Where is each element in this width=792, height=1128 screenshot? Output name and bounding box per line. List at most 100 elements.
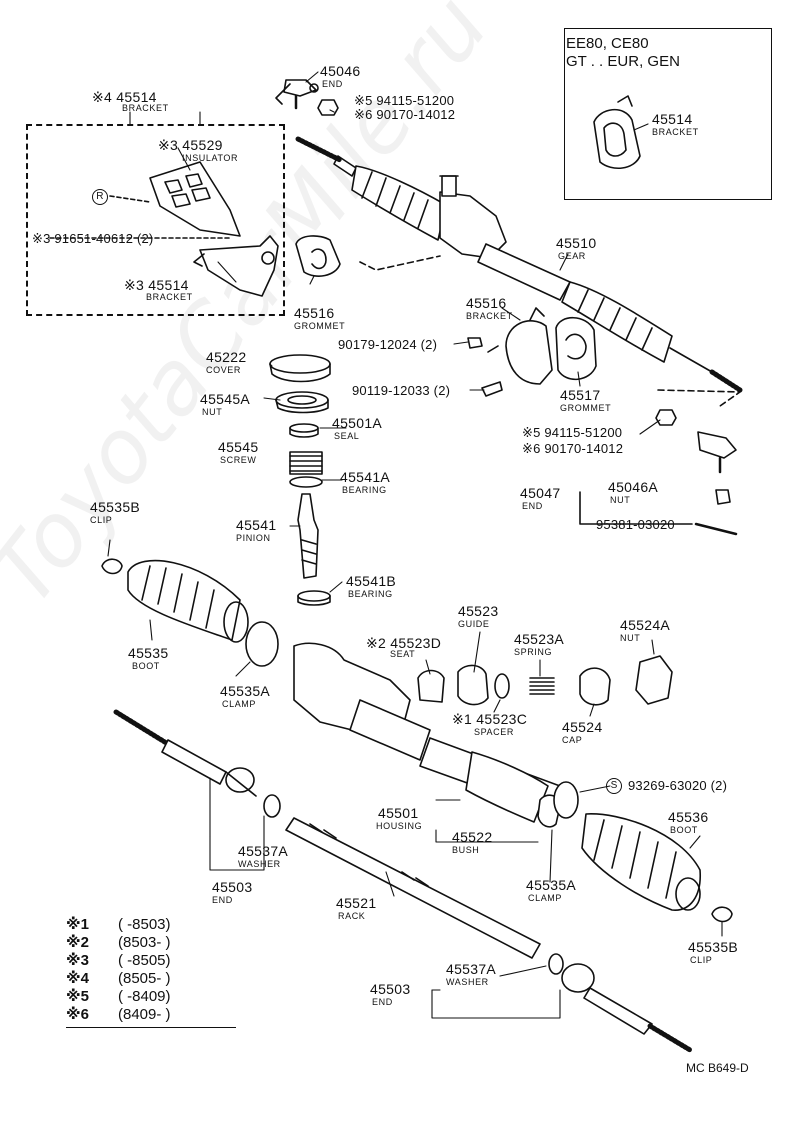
label-bolt-r: ※3 91651-40612 (2) [32, 231, 154, 246]
label-insulator: ※3 45529 [158, 137, 223, 153]
legend-row: ※6(8409- ) [66, 1006, 171, 1023]
label-grommet-left: 45516 [294, 305, 335, 321]
name-housing: HOUSING [376, 821, 423, 831]
legend-row: ※1( -8503) [66, 916, 171, 933]
name-grommet-right: GROMMET [560, 403, 612, 413]
tie-rod-end-top [275, 79, 319, 110]
label-clip-right: 45535B [688, 939, 739, 955]
label-grommet-right: 45517 [560, 387, 601, 403]
name-bearing-b: BEARING [348, 589, 393, 599]
label-boot-left: 45535 [128, 645, 169, 661]
variant-box [564, 28, 772, 200]
label-washer-right: 45537A [446, 961, 497, 977]
washer-left [263, 794, 281, 818]
insulator-part [49, 161, 241, 239]
label-bush: 45522 [452, 829, 493, 845]
name-clip-right: CLIP [690, 955, 713, 965]
name-gear: GEAR [558, 251, 586, 261]
spring [529, 677, 555, 695]
label-seat: ※2 45523D [366, 635, 442, 651]
label-nut-b: ※6 90170-14012 [354, 107, 456, 122]
label-bracket-mid: 45516 [466, 295, 507, 311]
name-insulator: INSULATOR [182, 153, 239, 163]
tie-rod-right [561, 963, 693, 1053]
clamp-right [553, 781, 579, 819]
name-spacer: SPACER [474, 727, 514, 737]
label-rack: 45521 [336, 895, 377, 911]
seat [417, 669, 445, 703]
label-pin: 95381-03020 [596, 517, 675, 532]
name-bearing-a: BEARING [342, 485, 387, 495]
bracket-mid [487, 307, 553, 385]
legend-row: ※5( -8409) [66, 988, 171, 1005]
label-spacer: ※1 45523C [452, 711, 528, 727]
label-nut-45046a: 45046A [608, 479, 659, 495]
label-washer-left: 45537A [238, 843, 289, 859]
name-spring: SPRING [514, 647, 553, 657]
variant-line2: GT . . EUR, GEN [566, 53, 680, 70]
label-pinion: 45541 [236, 517, 277, 533]
name-sub-bracket: BRACKET [652, 127, 699, 137]
name-clamp-left: CLAMP [222, 699, 257, 709]
label-clip-left: 45535B [90, 499, 141, 515]
sub-bracket [593, 95, 641, 169]
housing-lower [293, 642, 561, 823]
label-spring: 45523A [514, 631, 565, 647]
label-bracket-top: ※4 45514 [92, 89, 157, 105]
castle-nut [715, 489, 731, 505]
boot-right [581, 813, 701, 911]
clamp-left [245, 621, 279, 667]
cotter-pin [694, 522, 738, 536]
clip-left [101, 558, 123, 575]
bracket-inner-part [193, 235, 279, 297]
name-washer-left: WASHER [238, 859, 281, 869]
label-bearing-a: 45541A [340, 469, 391, 485]
nut-45524a [635, 655, 673, 705]
guide [457, 664, 489, 706]
symbol-r: R [92, 189, 108, 205]
label-clamp-right: 45535A [526, 877, 577, 893]
pinion-stack [269, 354, 331, 606]
name-cap: CAP [562, 735, 583, 745]
name-pinion: PINION [236, 533, 271, 543]
tie-rod-left [113, 709, 257, 797]
label-screw: 45545 [218, 439, 259, 455]
label-bolt-s: 93269-63020 (2) [628, 778, 728, 793]
name-end-left: END [212, 895, 233, 905]
label-end-45047: 45047 [520, 485, 561, 501]
label-gear: 45510 [556, 235, 597, 251]
name-screw: SCREW [220, 455, 257, 465]
label-nut-45545a: 45545A [200, 391, 251, 407]
name-grommet-left: GROMMET [294, 321, 346, 331]
name-boot-left: BOOT [132, 661, 160, 671]
name-bracket-mid: BRACKET [466, 311, 513, 321]
bracket-variant-box [26, 124, 285, 316]
legend-row: ※4(8505- ) [66, 970, 171, 987]
legend-row: ※2(8503- ) [66, 934, 171, 951]
name-end-45046: END [322, 79, 343, 89]
washer-right [548, 953, 564, 975]
diagram-code: MC B649-D [686, 1061, 749, 1075]
grommet-left [295, 235, 341, 277]
name-guide: GUIDE [458, 619, 490, 629]
label-nut-45524a: 45524A [620, 617, 671, 633]
nut-right [655, 409, 677, 426]
name-nut-45046a: NUT [610, 495, 631, 505]
legend-row: ※3( -8505) [66, 952, 171, 969]
bolt-12033 [481, 381, 503, 397]
label-sub-bracket: 45514 [652, 111, 693, 127]
name-boot-right: BOOT [670, 825, 698, 835]
name-cover: COVER [206, 365, 242, 375]
spacer [494, 673, 510, 699]
label-bolt-12033: 90119-12033 (2) [352, 383, 451, 398]
label-nut-a: ※5 94115-51200 [354, 93, 455, 108]
label-seal: 45501A [332, 415, 383, 431]
boot-left [127, 559, 249, 643]
legend-rule [66, 1027, 236, 1028]
name-nut-45545a: NUT [202, 407, 223, 417]
tie-rod-end-right [697, 431, 737, 474]
name-bracket-top: BRACKET [122, 103, 169, 113]
grommet-right [555, 316, 597, 381]
symbol-s: S [606, 778, 622, 794]
cap [579, 667, 611, 706]
